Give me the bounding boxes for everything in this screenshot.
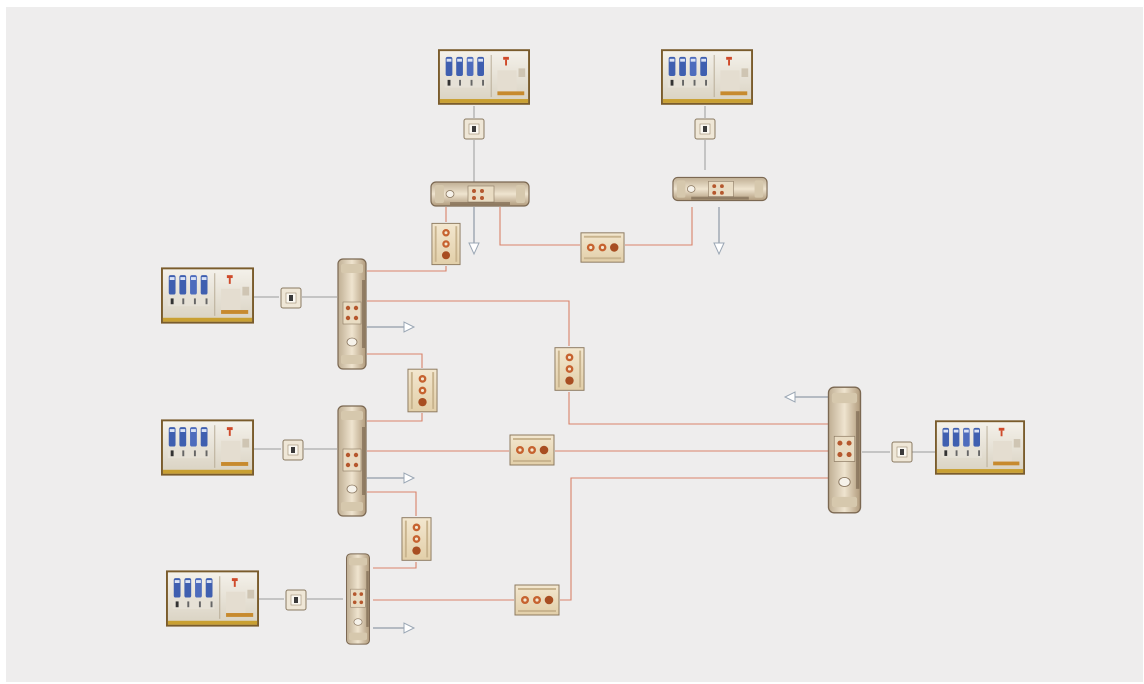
- adapter-box-icon[interactable]: [281, 288, 301, 308]
- link-module-icon[interactable]: [402, 518, 431, 561]
- hub-module-icon[interactable]: [829, 387, 861, 513]
- link-module-icon[interactable]: [432, 223, 460, 264]
- link-module-icon[interactable]: [510, 435, 554, 465]
- adapter-box-icon[interactable]: [695, 119, 715, 139]
- adapter-box-icon[interactable]: [286, 590, 306, 610]
- link-module-icon[interactable]: [581, 233, 624, 262]
- control-panel-icon[interactable]: [438, 49, 530, 105]
- control-panel-icon[interactable]: [161, 267, 254, 323]
- link-module-icon[interactable]: [555, 348, 584, 391]
- control-panel-icon[interactable]: [935, 420, 1025, 474]
- hub-module-icon[interactable]: [338, 406, 366, 516]
- adapter-box-icon[interactable]: [464, 119, 484, 139]
- control-panel-icon[interactable]: [161, 419, 254, 475]
- control-panel-icon[interactable]: [166, 570, 259, 626]
- control-panel-icon[interactable]: [661, 49, 753, 105]
- adapter-box-icon[interactable]: [283, 440, 303, 460]
- adapter-box-icon[interactable]: [892, 442, 912, 462]
- link-module-icon[interactable]: [408, 369, 437, 412]
- hub-module-icon[interactable]: [338, 259, 366, 369]
- link-module-icon[interactable]: [515, 585, 559, 615]
- hub-module-icon[interactable]: [673, 177, 767, 200]
- hub-module-icon[interactable]: [431, 182, 529, 206]
- hub-module-icon[interactable]: [347, 554, 370, 644]
